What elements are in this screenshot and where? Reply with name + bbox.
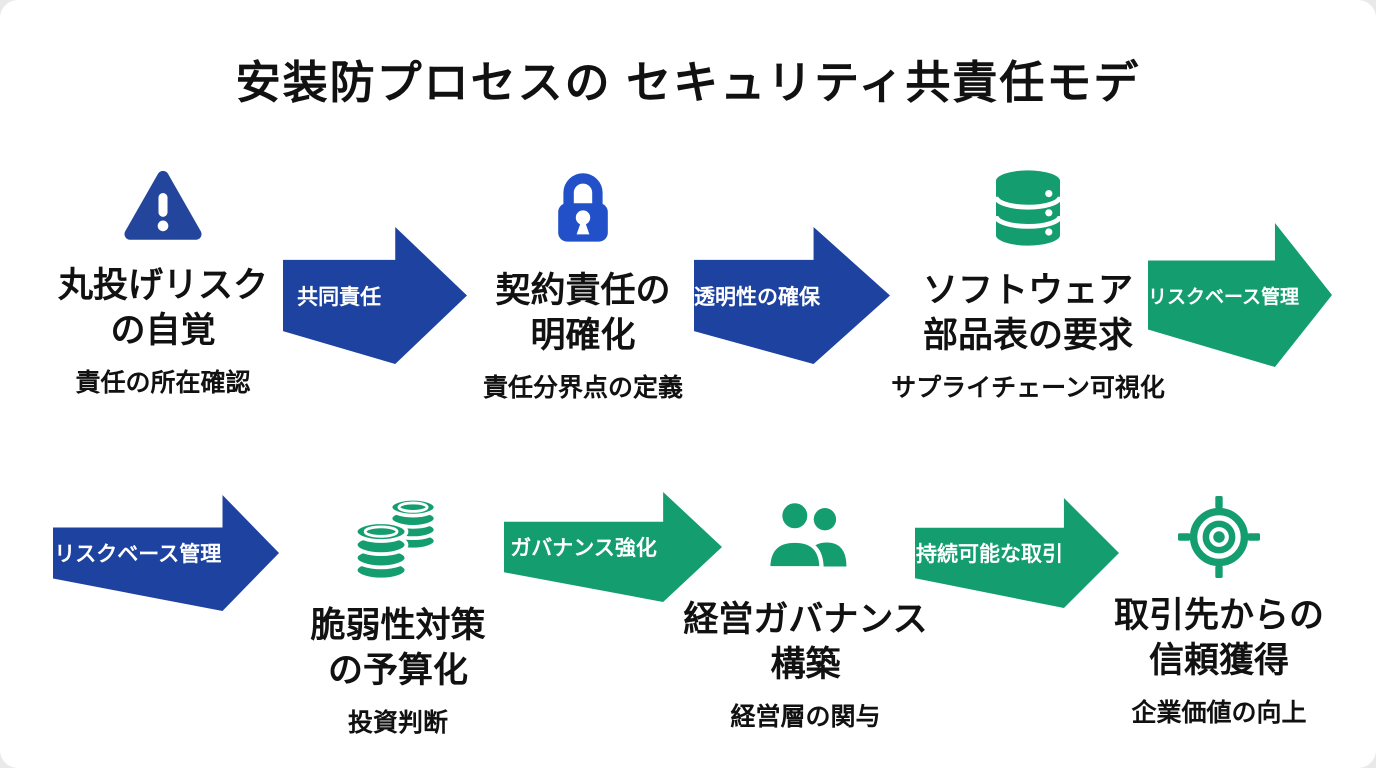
step-subtitle: 経営層の関与 bbox=[730, 702, 881, 731]
step-title: 取引先からの 信頼獲得 bbox=[1114, 594, 1324, 684]
arrow-label: 持続可能な取引 bbox=[915, 543, 1063, 566]
step-management-governance: 経営ガバナンス 構築 経営層の関与 bbox=[678, 496, 933, 733]
step-trust-acquisition: 取引先からの 信頼獲得 企業価値の向上 bbox=[1088, 496, 1350, 729]
coins-icon bbox=[353, 496, 438, 582]
step-title-line2: の自覚 bbox=[110, 310, 216, 350]
arrow-label: 共同責任 bbox=[297, 285, 382, 309]
arrow-label: ガバナンス強化 bbox=[510, 537, 657, 560]
step-title-line2: 部品表の要求 bbox=[922, 315, 1133, 355]
step-title-line1: 脆弱性対策 bbox=[310, 606, 486, 645]
step-title: ソフトウェア 部品表の要求 bbox=[923, 269, 1133, 359]
step-subtitle: 責任の所在確認 bbox=[75, 368, 251, 397]
step-title-line2: 信頼獲得 bbox=[1148, 640, 1289, 680]
step-title-line2: 構築 bbox=[770, 644, 841, 684]
step-title-line1: 契約責任の bbox=[495, 271, 671, 310]
step-title: 丸投げリスク の自覚 bbox=[58, 264, 268, 354]
step-risk-awareness: 丸投げリスク の自覚 責任の所在確認 bbox=[36, 166, 290, 399]
people-icon bbox=[765, 499, 846, 571]
step-title-line1: ソフトウェア bbox=[922, 271, 1133, 310]
lock-icon bbox=[558, 173, 608, 242]
step-subtitle: サプライチェーン可視化 bbox=[891, 373, 1165, 402]
page-title: 安装防プロセスの セキュリティ共責任モデ bbox=[235, 57, 1141, 108]
step-title-line2: 明確化 bbox=[530, 315, 636, 355]
warning-icon bbox=[124, 170, 202, 240]
step-title: 脆弱性対策 の予算化 bbox=[310, 604, 485, 694]
step-title-line1: 経営ガバナンス bbox=[683, 600, 928, 639]
step-title: 契約責任の 明確化 bbox=[495, 269, 670, 359]
step-subtitle: 投資判断 bbox=[347, 708, 448, 737]
step-title-line1: 丸投げリスク bbox=[57, 266, 268, 305]
step-title: 経営ガバナンス 構築 bbox=[683, 598, 927, 688]
arrow-label: 透明性の確保 bbox=[694, 285, 820, 309]
database-icon bbox=[993, 170, 1063, 246]
step-sbom-request: ソフトウェア 部品表の要求 サプライチェーン可視化 bbox=[878, 163, 1178, 404]
arrow-label: リスクベース管理 bbox=[54, 543, 222, 566]
arrow-transparency: 透明性の確保 bbox=[694, 227, 890, 364]
target-icon bbox=[1178, 496, 1260, 578]
step-contract-clarification: 契約責任の 明確化 責任分界点の定義 bbox=[458, 163, 708, 404]
step-subtitle: 責任分界点の定義 bbox=[482, 373, 683, 402]
step-title-line1: 取引先からの bbox=[1113, 596, 1324, 635]
arrow-label: リスクベース管理 bbox=[1148, 286, 1300, 308]
step-title-line2: の予算化 bbox=[327, 650, 468, 690]
arrow-risk-based-management-bottom: リスクベース管理 bbox=[53, 495, 279, 611]
arrow-joint-responsibility: 共同責任 bbox=[283, 227, 467, 364]
step-subtitle: 企業価値の向上 bbox=[1131, 698, 1307, 727]
step-vulnerability-budget: 脆弱性対策 の予算化 投資判断 bbox=[283, 494, 513, 739]
